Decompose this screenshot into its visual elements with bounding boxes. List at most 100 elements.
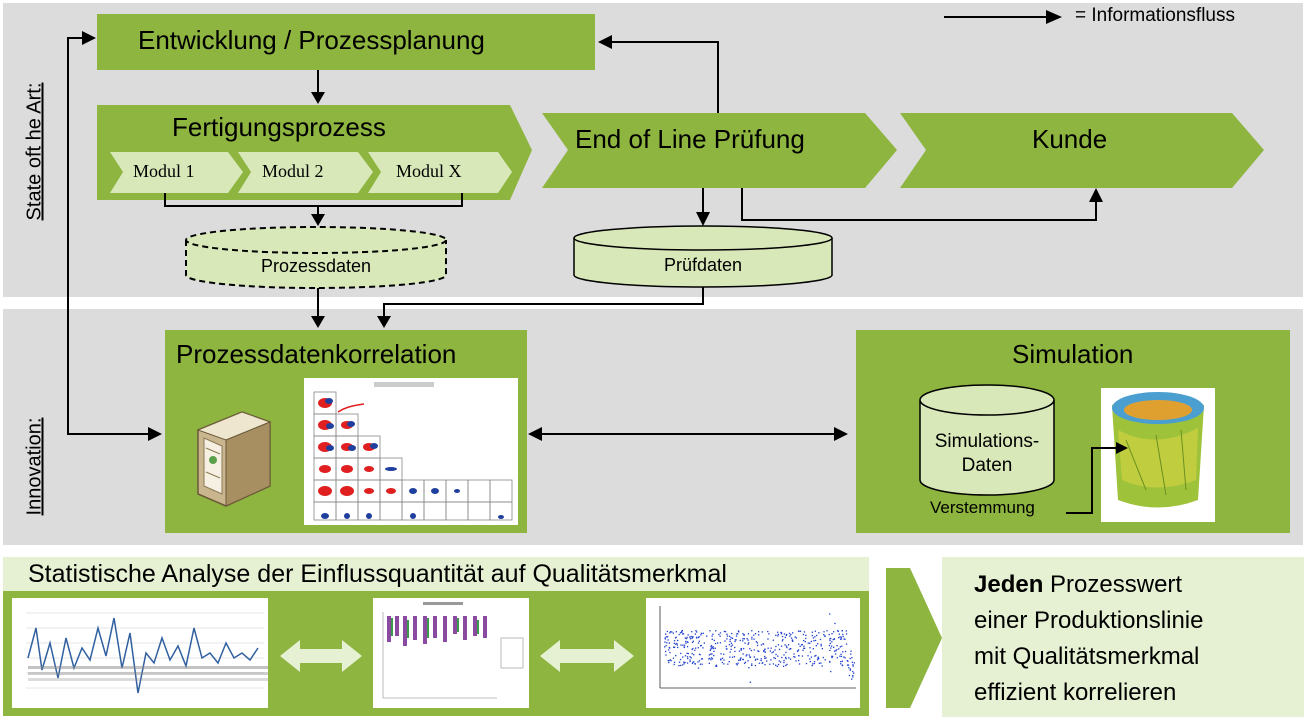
scatter-dot — [853, 672, 855, 674]
scatter-dot — [706, 635, 708, 637]
scatter-dot — [672, 657, 675, 659]
scatter-dot — [735, 635, 738, 637]
scatter-dot — [767, 647, 769, 649]
scatter-dot — [694, 633, 696, 635]
scatter-dot — [723, 663, 725, 665]
scatter-dot — [783, 659, 785, 662]
scatter-dot — [754, 659, 757, 661]
scatter-dot — [834, 622, 836, 625]
pruefdaten-cylinder — [573, 225, 833, 288]
scatter-dot — [777, 631, 779, 633]
scatter-dot — [730, 645, 732, 648]
scatter-dot — [667, 636, 669, 638]
scatter-dot — [798, 659, 800, 662]
scatter-dot — [684, 661, 686, 664]
scatter-dot — [817, 657, 819, 659]
scatter-dot — [777, 655, 779, 657]
scatter-dot — [764, 664, 766, 666]
scatter-dot — [775, 664, 777, 666]
scatter-dot — [750, 649, 752, 652]
scatter-dot — [850, 653, 852, 655]
scatter-dot — [840, 638, 843, 640]
scatter-dot — [745, 655, 747, 657]
scatter-dot — [674, 637, 677, 639]
scatter-dot — [692, 661, 694, 663]
scatter-dot — [829, 639, 831, 642]
scatter-dot — [764, 651, 766, 653]
scatter-dot — [814, 636, 816, 638]
scatter-dot — [788, 648, 790, 650]
scatter-dot — [775, 645, 777, 648]
scatter-dot — [668, 659, 670, 662]
scatter-dot — [836, 657, 838, 659]
scatter-dot — [829, 613, 831, 615]
eol-chevron — [542, 113, 897, 188]
entwicklung-box — [97, 14, 595, 70]
scatter-dot — [681, 664, 684, 666]
conclusion-chevron — [886, 568, 942, 708]
scatter-dot — [666, 642, 668, 644]
scatter-dot — [715, 664, 717, 666]
scatter-dot — [777, 633, 779, 636]
legend-label: = Informationsfluss — [1075, 5, 1235, 26]
scatter-dot — [699, 645, 702, 647]
scatter-dot — [772, 663, 775, 665]
scatter-dot — [665, 650, 667, 653]
scatter-dot — [772, 639, 774, 641]
scatter-dot — [744, 661, 747, 663]
scatter-dot — [730, 642, 733, 644]
scatter-dot — [680, 644, 682, 646]
scatter-dot — [765, 657, 767, 659]
scatter-dot — [810, 656, 812, 658]
scatter-dot — [831, 656, 833, 659]
scatter-dot — [802, 633, 805, 636]
conclusion-line4: effizient korrelieren — [974, 679, 1177, 706]
scatter-dot — [751, 630, 753, 632]
scatter-dot — [691, 631, 693, 633]
scatter-dot — [840, 655, 843, 658]
scatter-dot — [799, 645, 801, 647]
scatter-dot — [850, 650, 852, 652]
scatter-dot — [778, 660, 780, 662]
scatter-dot — [695, 630, 697, 632]
scatter-dot — [694, 649, 696, 651]
scatter-dot — [784, 636, 786, 639]
scatter-dot — [852, 670, 854, 673]
scatter-dot — [758, 631, 760, 633]
scatter-dot — [841, 645, 843, 647]
kunde-label: Kunde — [1032, 124, 1108, 154]
modul-1-label: Modul 1 — [133, 161, 195, 181]
scatter-dot — [719, 635, 721, 637]
scatter-dot — [805, 662, 808, 665]
scatter-dot — [774, 649, 776, 651]
scatter-dot — [781, 640, 784, 642]
scatter-dot — [803, 631, 806, 633]
scatter-dot — [736, 633, 738, 635]
scatter-dot — [686, 652, 688, 654]
scatter-dot — [685, 642, 687, 644]
scatter-dot — [669, 631, 672, 633]
scatter-dot — [754, 664, 757, 667]
scatter-dot — [700, 634, 702, 636]
scatter-dot — [693, 654, 695, 656]
scatter-dot — [788, 632, 791, 635]
scatter-dot — [687, 634, 689, 636]
scatter-dot — [753, 634, 755, 636]
scatter-dot — [733, 656, 736, 658]
scatter-dot — [697, 661, 699, 663]
scatter-dot — [819, 638, 822, 641]
scatter-dot — [816, 634, 818, 637]
scatter-dot — [763, 650, 765, 652]
scatter-dot — [758, 662, 761, 664]
scatter-dot — [770, 647, 772, 649]
scatter-dot — [794, 656, 796, 658]
scatter-dot — [849, 669, 851, 671]
scatter-dot — [764, 648, 766, 650]
conclusion-line3: mit Qualitätsmerkmal — [974, 643, 1200, 670]
scatter-dot — [757, 658, 759, 660]
scatter-dot — [840, 663, 842, 665]
scatter-dot — [769, 663, 771, 665]
scatter-dot — [780, 633, 783, 635]
scatter-dot — [777, 635, 779, 637]
scatter-dot — [813, 661, 816, 663]
